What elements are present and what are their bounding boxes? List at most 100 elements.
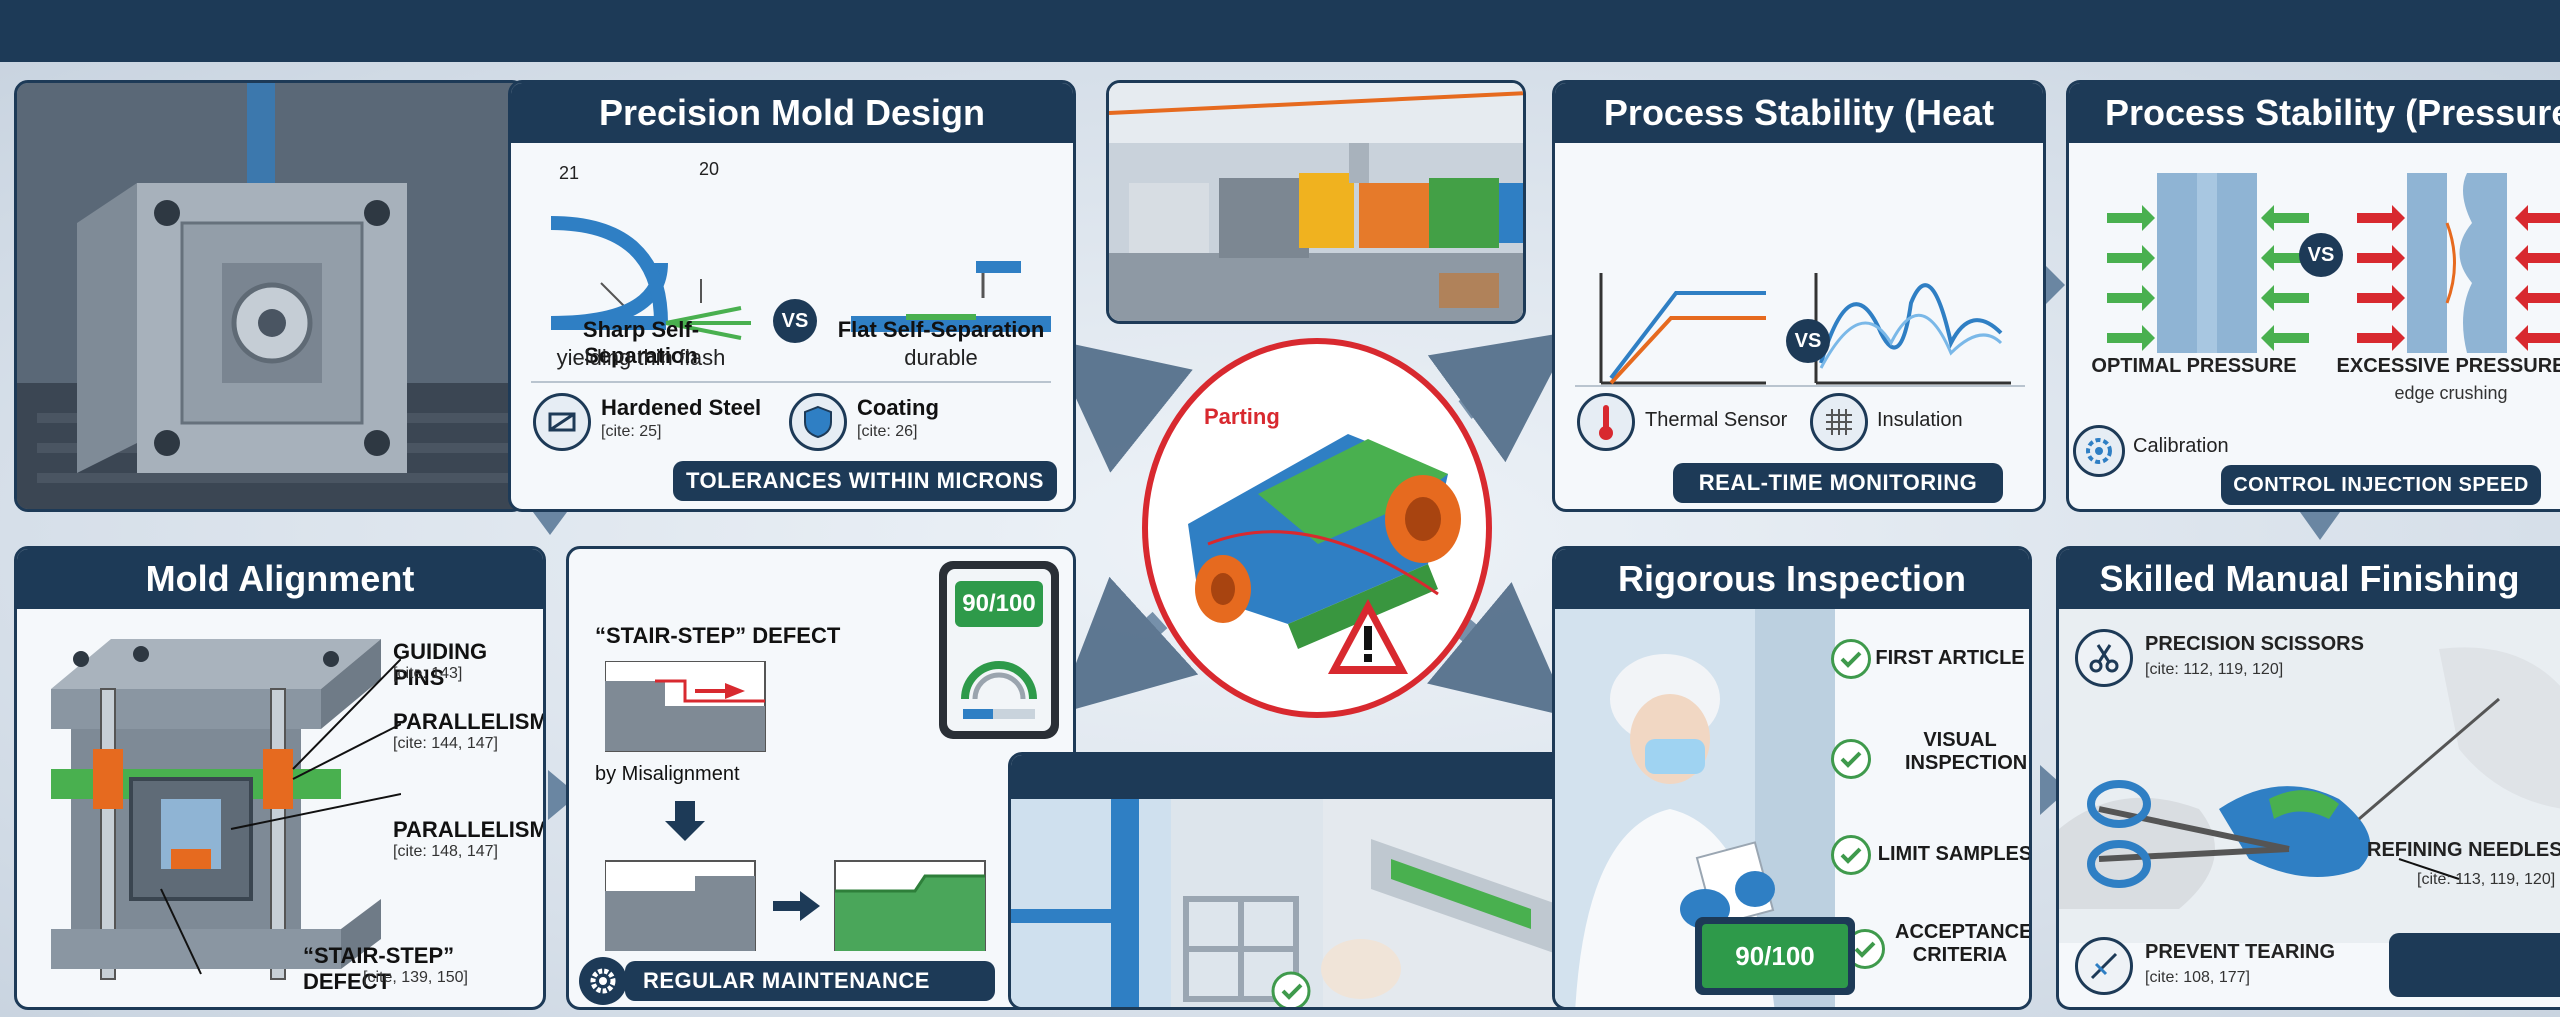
finishing-photo bbox=[2059, 609, 2560, 943]
tablet-device: 90/100 bbox=[939, 561, 1059, 739]
feature-coating-cite: [cite: 26] bbox=[857, 423, 918, 440]
gauge-icon bbox=[961, 661, 1037, 719]
check-limit-samples: LIMIT SAMPLES bbox=[1877, 843, 2032, 865]
callout-guiding-pins-cite: [cite: 143] bbox=[393, 665, 463, 682]
panel-finishing: Skilled Manual Finishing PRECISION SCISS… bbox=[2056, 546, 2560, 1010]
check-icon bbox=[1831, 835, 1871, 875]
panel-inspection: Rigorous Inspection Cycles FIRST ARTICLE… bbox=[1552, 546, 2032, 1010]
parting-label: Parting bbox=[1204, 404, 1280, 429]
regular-maintenance-pill: REGULAR MAINTENANCE bbox=[625, 961, 995, 1001]
panel-process-pressure: Process Stability (Pressure VS bbox=[2066, 80, 2560, 512]
arrow-right-alignment bbox=[548, 770, 578, 820]
panel-mold-alignment: Mold Alignment GUIDING PINS [cite: 143] … bbox=[14, 546, 546, 1010]
callout-parallelism-2: PARALLELISM bbox=[393, 817, 546, 842]
callout-parallelism-1: PARALLELISM bbox=[393, 709, 546, 734]
calibration-icon bbox=[2073, 425, 2125, 477]
callout-stair-step-cite: [cite, 139, 150] bbox=[363, 969, 468, 986]
arrow-to-inspection bbox=[1427, 582, 1571, 718]
ref-number-20: 20 bbox=[699, 159, 720, 179]
tool-precision-scissors: PRECISION SCISSORS bbox=[2145, 633, 2364, 655]
divider bbox=[1575, 385, 2025, 387]
scissors-icon bbox=[2075, 629, 2133, 687]
panel-precision-mold-design: Precision Mold Design 21 20 VS Sharp Sel… bbox=[508, 80, 1076, 512]
stair-step-diagram bbox=[605, 661, 986, 951]
shield-icon bbox=[789, 393, 847, 451]
vs-badge: VS bbox=[2299, 233, 2343, 277]
inspection-score: 90/100 bbox=[1702, 924, 1848, 988]
insulation-icon bbox=[1810, 393, 1868, 451]
top-banner bbox=[0, 0, 2560, 62]
needle-icon bbox=[2075, 937, 2133, 995]
center-part-circle: Parting bbox=[1142, 338, 1492, 718]
arrow-right-inspection bbox=[2040, 765, 2068, 815]
flat-separation-label: Flat Self-Separation bbox=[837, 317, 1045, 342]
divider bbox=[531, 381, 1051, 383]
thermometer-icon bbox=[1577, 393, 1635, 451]
panel-title: Mold Alignment bbox=[17, 549, 543, 609]
arrow-down-right bbox=[2300, 512, 2340, 540]
feature-coating: Coating bbox=[857, 395, 939, 420]
misalignment-caption: by Misalignment bbox=[595, 763, 740, 785]
edge-crushing-label: edge crushing bbox=[2394, 383, 2508, 403]
arrow-to-heat bbox=[1427, 331, 1574, 463]
control-injection-speed-pill: CONTROL INJECTION SPEED bbox=[2221, 465, 2541, 505]
sharp-separation-label: Sharp Self-Separation bbox=[582, 317, 700, 368]
prevent-tearing-label: PREVENT TEARING bbox=[2145, 941, 2336, 963]
callout-parallelism-1-cite: [cite: 144, 147] bbox=[393, 735, 498, 752]
checklist: FIRST ARTICLE VISUAL INSPECTION LIMIT SA… bbox=[1831, 609, 2032, 1007]
inspection-closeups bbox=[1011, 799, 1617, 1007]
feature-calibration: Calibration bbox=[2133, 435, 2229, 457]
panel-title: Process Stability (Pressure bbox=[2069, 83, 2560, 143]
tablet-score: 90/100 bbox=[955, 581, 1043, 627]
feature-insulation: Insulation bbox=[1877, 409, 1963, 431]
flat-separation-sub: durable bbox=[904, 345, 978, 370]
check-icon bbox=[1831, 639, 1871, 679]
steel-mold-illustration bbox=[17, 83, 523, 509]
panel-process-heat: Process Stability (Heat VS Thermal Senso… bbox=[1552, 80, 2046, 512]
ref-number-21: 21 bbox=[559, 163, 580, 183]
panel-title: Rigorous Inspection Cycles bbox=[1555, 549, 2029, 659]
callout-stair-step: “STAIR-STEP” DEFECT bbox=[303, 943, 455, 994]
check-first-article: FIRST ARTICLE bbox=[1875, 647, 2025, 669]
vs-badge: VS bbox=[773, 299, 817, 343]
panel-stair-step: “STAIR-STEP” DEFECT by Misalignment 90/1… bbox=[566, 546, 1076, 1010]
panel-title: Skilled Manual Finishing bbox=[2059, 549, 2560, 609]
mold-photo bbox=[14, 80, 526, 512]
finishing-badge bbox=[2389, 933, 2560, 997]
check-visual-inspection: VISUAL INSPECTION bbox=[1905, 729, 2028, 774]
excessive-pressure-label: EXCESSIVE PRESSURE bbox=[2336, 355, 2560, 377]
tool-precision-scissors-cite: [cite: 112, 119, 120] bbox=[2145, 661, 2284, 678]
tool-refining-needles-cite: [cite: 113, 119, 120] bbox=[2417, 871, 2556, 888]
check-acceptance-criteria: ACCEPTANCE CRITERIA bbox=[1895, 921, 2032, 966]
tolerances-pill: TOLERANCES WITHIN MICRONS bbox=[673, 461, 1057, 501]
feature-hardened-steel: Hardened Steel bbox=[601, 395, 762, 420]
injection-machines-illustration bbox=[1109, 83, 1523, 321]
vs-badge: VS bbox=[1786, 319, 1830, 363]
sharp-separation-sub: yielding thin flash bbox=[556, 345, 726, 370]
feature-thermal-sensor: Thermal Sensor bbox=[1645, 409, 1788, 431]
pressure-comparison-diagram bbox=[2107, 173, 2560, 353]
check-icon bbox=[1831, 739, 1871, 779]
feature-hardened-steel-cite: [cite: 25] bbox=[601, 423, 662, 440]
panel-title: Precision Mold Design bbox=[511, 83, 1073, 143]
heat-comparison-charts bbox=[1599, 273, 2011, 385]
factory-photo bbox=[1106, 80, 1526, 324]
bottom-photo-strip bbox=[1008, 752, 1620, 1010]
panel-title: Process Stability (Heat bbox=[1555, 83, 2043, 143]
stair-step-title: “STAIR-STEP” DEFECT bbox=[595, 623, 841, 648]
gear-icon bbox=[579, 957, 627, 1005]
arrow-to-stair bbox=[1056, 576, 1199, 715]
real-time-monitoring-pill: REAL-TIME MONITORING bbox=[1673, 463, 2003, 503]
optimal-pressure-label: OPTIMAL PRESSURE bbox=[2091, 355, 2297, 377]
score-card: 90/100 bbox=[1695, 917, 1855, 995]
prevent-tearing-cite: [cite: 108, 177] bbox=[2145, 969, 2250, 986]
tool-refining-needles: REFINING NEEDLES bbox=[2367, 839, 2560, 861]
callout-parallelism-2-cite: [cite: 148, 147] bbox=[393, 843, 498, 860]
callout-guiding-pins: GUIDING PINS bbox=[393, 639, 488, 690]
hardened-steel-icon bbox=[533, 393, 591, 451]
molded-part-illustration bbox=[1188, 434, 1461, 674]
separation-comparison-diagram bbox=[551, 216, 1051, 340]
arrow-down-left bbox=[530, 508, 570, 535]
arrow-to-mold-design bbox=[1048, 338, 1193, 473]
mold-alignment-illustration bbox=[51, 639, 401, 980]
